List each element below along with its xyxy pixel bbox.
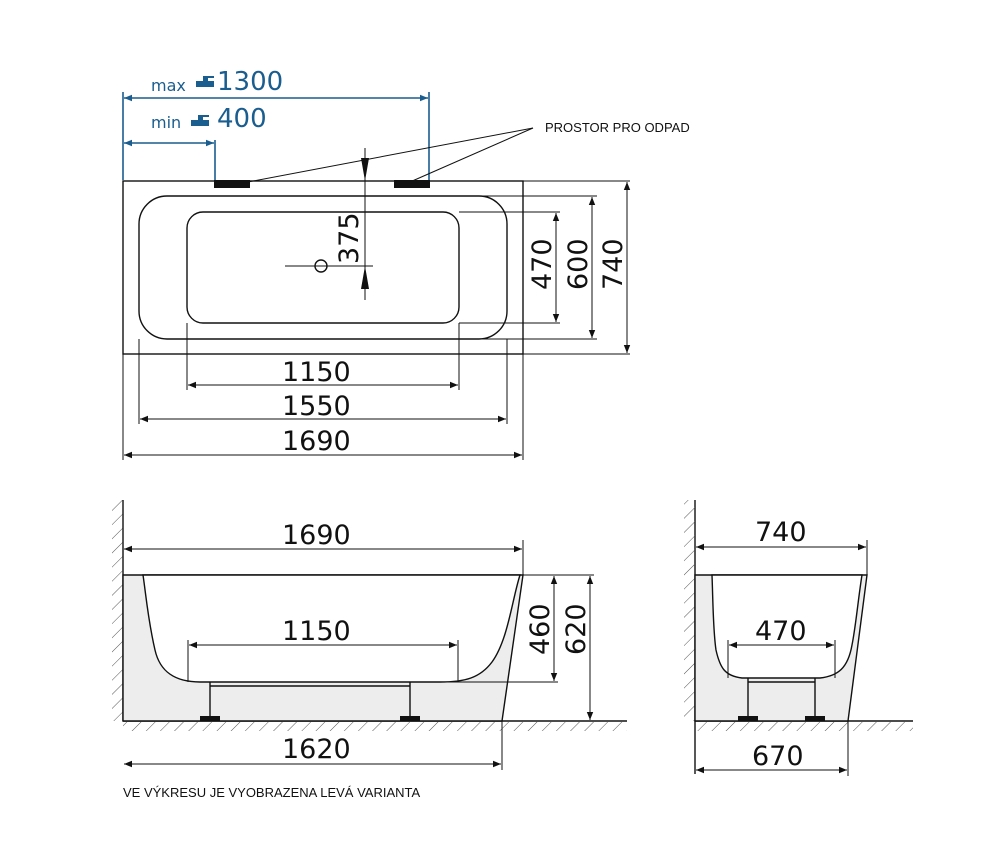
dim-375-arrow-top xyxy=(361,158,369,181)
faucet-icon-min xyxy=(191,115,209,126)
dim-1690-text: 1690 xyxy=(282,426,351,457)
dim-1150-text: 1150 xyxy=(282,357,351,388)
max-value: 1300 xyxy=(217,67,283,97)
leader-line-left xyxy=(247,127,534,183)
end-foot-left xyxy=(738,716,758,721)
foot-right xyxy=(400,716,420,721)
dim-375-arrow-bottom xyxy=(361,266,369,289)
dim-740-text: 740 xyxy=(598,238,629,290)
dim-end-670-text: 670 xyxy=(752,741,804,772)
dim-1550-text: 1550 xyxy=(282,391,351,422)
end-side-basin xyxy=(711,574,863,679)
foot-left xyxy=(200,716,220,721)
tub-mid-outline xyxy=(138,195,508,340)
drain-space-note: PROSTOR PRO ODPAD xyxy=(247,120,690,183)
drain-range: max 1300 min 400 xyxy=(122,67,430,180)
dim-side-1150-text: 1150 xyxy=(282,616,351,647)
dim-end-470-text: 470 xyxy=(755,616,807,647)
drain-block-left xyxy=(214,180,250,188)
end-wall-hatch xyxy=(684,500,695,721)
footer-note: VE VÝKRESU JE VYOBRAZENA LEVÁ VARIANTA xyxy=(123,785,420,800)
dim-end-740-text: 740 xyxy=(755,517,807,548)
floor-hatch xyxy=(123,722,627,731)
dim-side-620-text: 620 xyxy=(561,603,592,655)
side-view: 1690 1150 460 620 1620 xyxy=(112,500,627,770)
tub-outer-rim xyxy=(122,180,524,355)
wall-hatch xyxy=(112,500,123,721)
leader-line-right xyxy=(409,127,534,183)
dim-470-text: 470 xyxy=(527,238,558,290)
max-label: max xyxy=(151,76,186,95)
end-floor-hatch xyxy=(695,722,913,731)
min-value: 400 xyxy=(217,104,267,134)
dim-600-text: 600 xyxy=(563,238,594,290)
end-view: 740 470 670 xyxy=(684,500,913,776)
drain-block-right xyxy=(394,180,430,188)
drain-space-label: PROSTOR PRO ODPAD xyxy=(545,120,690,135)
top-view: 375 470 600 740 1150 1550 1690 xyxy=(122,148,631,460)
tub-inner-basin xyxy=(186,211,460,324)
dim-side-460-text: 460 xyxy=(525,603,556,655)
min-label: min xyxy=(151,113,181,132)
dim-side-1690-text: 1690 xyxy=(282,520,351,551)
faucet-icon xyxy=(196,76,214,87)
end-foot-right xyxy=(805,716,825,721)
dim-375-text: 375 xyxy=(334,212,365,264)
dim-side-1620-text: 1620 xyxy=(282,734,351,765)
